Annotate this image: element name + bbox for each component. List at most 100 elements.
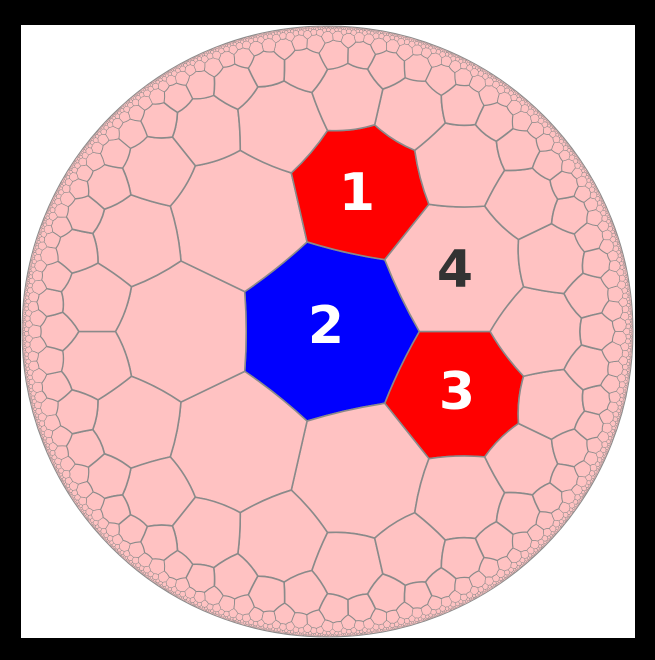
tile — [371, 29, 374, 32]
tile — [572, 152, 576, 156]
tile — [42, 221, 45, 224]
tile — [70, 493, 74, 497]
tile — [44, 216, 47, 219]
tile — [148, 576, 151, 579]
tile — [536, 110, 539, 113]
tile — [623, 395, 626, 398]
tile — [413, 620, 417, 624]
tile — [73, 498, 77, 502]
tile — [310, 634, 312, 637]
tile — [599, 463, 602, 467]
tile — [629, 303, 632, 306]
tile — [87, 517, 90, 521]
tile — [23, 311, 26, 315]
tile — [348, 633, 352, 636]
tile — [208, 609, 211, 613]
tile — [77, 505, 80, 508]
tile — [458, 604, 461, 607]
tile — [111, 545, 113, 548]
tile — [626, 279, 629, 281]
tile — [437, 47, 440, 50]
tile — [367, 29, 370, 31]
tile — [577, 501, 580, 505]
tile — [456, 55, 459, 58]
tile — [267, 32, 271, 35]
tile — [627, 371, 630, 374]
tile — [336, 634, 338, 637]
tile — [411, 38, 415, 42]
tile — [584, 491, 587, 494]
tile — [587, 174, 590, 177]
tile — [168, 70, 171, 73]
tile — [40, 433, 43, 436]
tile — [614, 233, 617, 235]
tile — [68, 169, 71, 172]
tile — [348, 27, 352, 30]
tile — [600, 200, 604, 203]
tile — [533, 553, 536, 556]
tile — [223, 615, 227, 619]
tile — [604, 206, 607, 209]
tile — [82, 148, 85, 151]
tile — [569, 147, 572, 150]
tile — [211, 612, 214, 615]
tile — [601, 459, 604, 462]
tile — [107, 119, 111, 123]
tile — [161, 585, 164, 588]
tile — [313, 633, 316, 636]
tile — [605, 452, 608, 455]
tile — [612, 226, 615, 229]
tile — [23, 303, 26, 306]
tile — [630, 326, 633, 329]
tile — [294, 28, 298, 31]
tile — [247, 36, 251, 40]
tile — [450, 52, 452, 55]
tile — [209, 49, 212, 52]
tile — [599, 461, 603, 465]
tile — [630, 345, 633, 348]
tile — [612, 432, 615, 435]
tile — [299, 27, 302, 31]
tile — [479, 67, 482, 70]
tile — [470, 63, 474, 67]
tile — [29, 264, 32, 267]
tile — [504, 577, 507, 580]
tile — [630, 334, 633, 337]
tile — [273, 31, 276, 34]
tile — [25, 290, 29, 294]
tile — [501, 578, 504, 581]
tile — [43, 219, 46, 222]
tile — [241, 38, 244, 41]
tile — [500, 80, 503, 83]
tile — [33, 410, 37, 413]
tile — [509, 571, 513, 575]
tile — [23, 308, 26, 311]
tile — [493, 584, 496, 587]
tile — [234, 620, 237, 623]
tile — [361, 632, 364, 635]
tile — [36, 238, 40, 241]
tile — [426, 43, 429, 45]
tile — [531, 555, 534, 558]
tile — [52, 463, 55, 466]
tile — [624, 391, 627, 394]
tile — [154, 581, 157, 584]
tile — [93, 526, 96, 529]
tile — [28, 390, 31, 393]
tile — [40, 227, 43, 230]
tile — [431, 45, 435, 49]
tile — [619, 249, 622, 252]
tile — [403, 625, 405, 627]
tile — [617, 418, 620, 421]
tile — [552, 126, 555, 129]
tile — [397, 625, 400, 629]
tile — [397, 34, 400, 38]
tile — [405, 36, 407, 39]
tile — [256, 624, 260, 628]
tile — [223, 44, 227, 48]
tile — [39, 230, 43, 234]
tile — [286, 631, 289, 634]
tile — [343, 633, 346, 636]
tile — [258, 34, 262, 38]
tile — [128, 99, 131, 102]
